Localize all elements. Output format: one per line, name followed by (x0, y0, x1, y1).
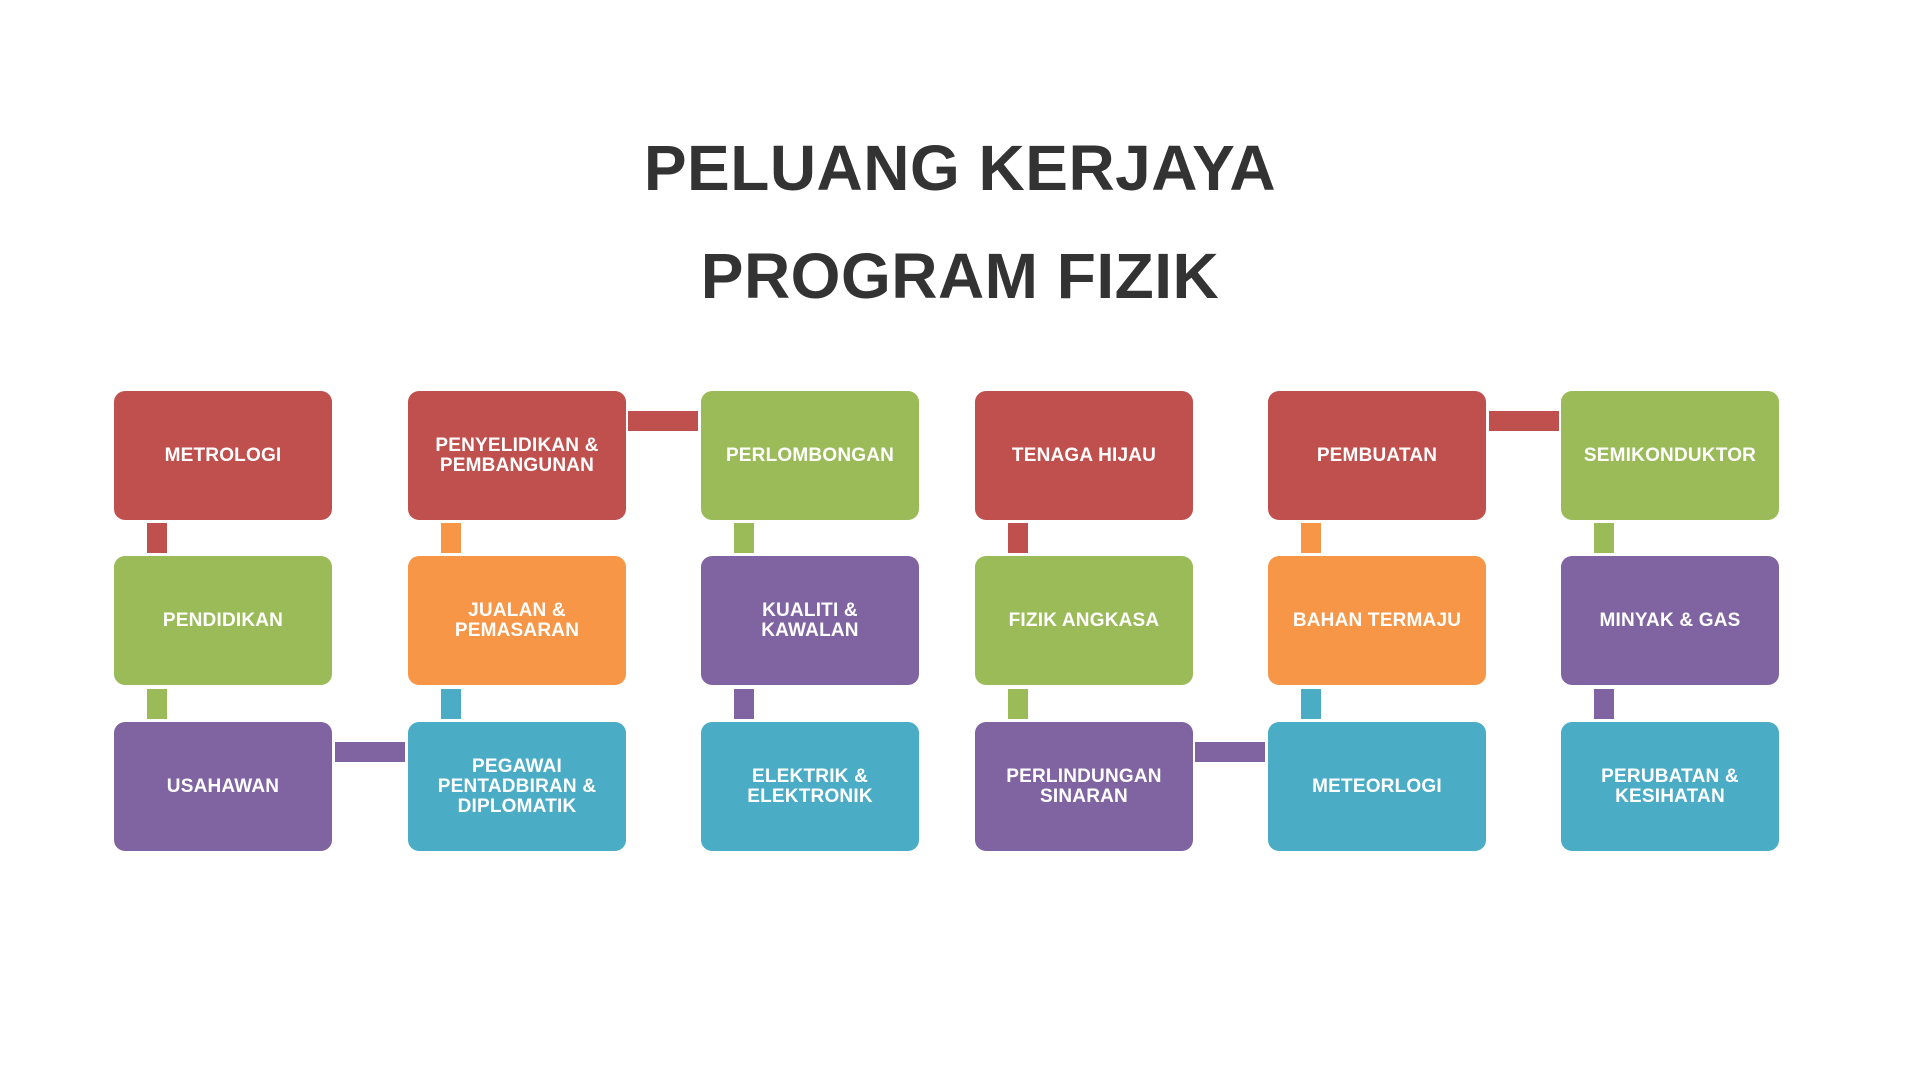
career-label: PENYELIDIKAN & PEMBANGUNAN (435, 434, 599, 476)
career-box: PERLINDUNGAN SINARAN (975, 722, 1193, 851)
career-box: METEORLOGI (1268, 722, 1486, 851)
career-label: USAHAWAN (166, 775, 280, 797)
vertical-connector (147, 523, 167, 553)
vertical-connector (1008, 523, 1028, 553)
career-label: PERLINDUNGAN SINARAN (1006, 765, 1162, 807)
vertical-connector (441, 523, 461, 553)
career-box: KUALITI & KAWALAN (701, 556, 919, 685)
horizontal-connector (1195, 742, 1265, 762)
vertical-connector (147, 689, 167, 719)
career-box: PERUBATAN & KESIHATAN (1561, 722, 1779, 851)
career-box: TENAGA HIJAU (975, 391, 1193, 520)
career-label: METROLOGI (164, 444, 282, 466)
vertical-connector (1594, 523, 1614, 553)
title-line-2: PROGRAM FIZIK (700, 240, 1220, 312)
career-box: ELEKTRIK & ELEKTRONIK (701, 722, 919, 851)
career-box: PENYELIDIKAN & PEMBANGUNAN (408, 391, 626, 520)
career-label: SEMIKONDUKTOR (1583, 444, 1757, 466)
career-box: FIZIK ANGKASA (975, 556, 1193, 685)
vertical-connector (1008, 689, 1028, 719)
career-box: PEGAWAI PENTADBIRAN & DIPLOMATIK (408, 722, 626, 851)
career-label: MINYAK & GAS (1599, 609, 1741, 631)
career-label: FIZIK ANGKASA (1008, 609, 1160, 631)
career-box: METROLOGI (114, 391, 332, 520)
career-box: SEMIKONDUKTOR (1561, 391, 1779, 520)
career-box: PERLOMBONGAN (701, 391, 919, 520)
career-box: MINYAK & GAS (1561, 556, 1779, 685)
career-label: ELEKTRIK & ELEKTRONIK (747, 765, 873, 807)
horizontal-connector (1489, 411, 1559, 431)
career-box: PEMBUATAN (1268, 391, 1486, 520)
title-line-1: PELUANG KERJAYA (643, 132, 1277, 204)
career-label: TENAGA HIJAU (1011, 444, 1157, 466)
horizontal-connector (628, 411, 698, 431)
career-label: JUALAN & PEMASARAN (454, 599, 580, 641)
vertical-connector (734, 523, 754, 553)
vertical-connector (1301, 523, 1321, 553)
career-box: PENDIDIKAN (114, 556, 332, 685)
horizontal-connector (335, 742, 405, 762)
vertical-connector (1301, 689, 1321, 719)
vertical-connector (1594, 689, 1614, 719)
career-label: PENDIDIKAN (162, 609, 284, 631)
career-box: BAHAN TERMAJU (1268, 556, 1486, 685)
career-label: PERUBATAN & KESIHATAN (1601, 765, 1739, 807)
vertical-connector (441, 689, 461, 719)
career-label: KUALITI & KAWALAN (761, 599, 859, 641)
career-box: USAHAWAN (114, 722, 332, 851)
career-label: BAHAN TERMAJU (1292, 609, 1462, 631)
career-box: JUALAN & PEMASARAN (408, 556, 626, 685)
career-label: PEMBUATAN (1316, 444, 1438, 466)
career-label: PERLOMBONGAN (725, 444, 895, 466)
career-label: PEGAWAI PENTADBIRAN & DIPLOMATIK (437, 755, 597, 817)
vertical-connector (734, 689, 754, 719)
career-label: METEORLOGI (1312, 775, 1442, 797)
